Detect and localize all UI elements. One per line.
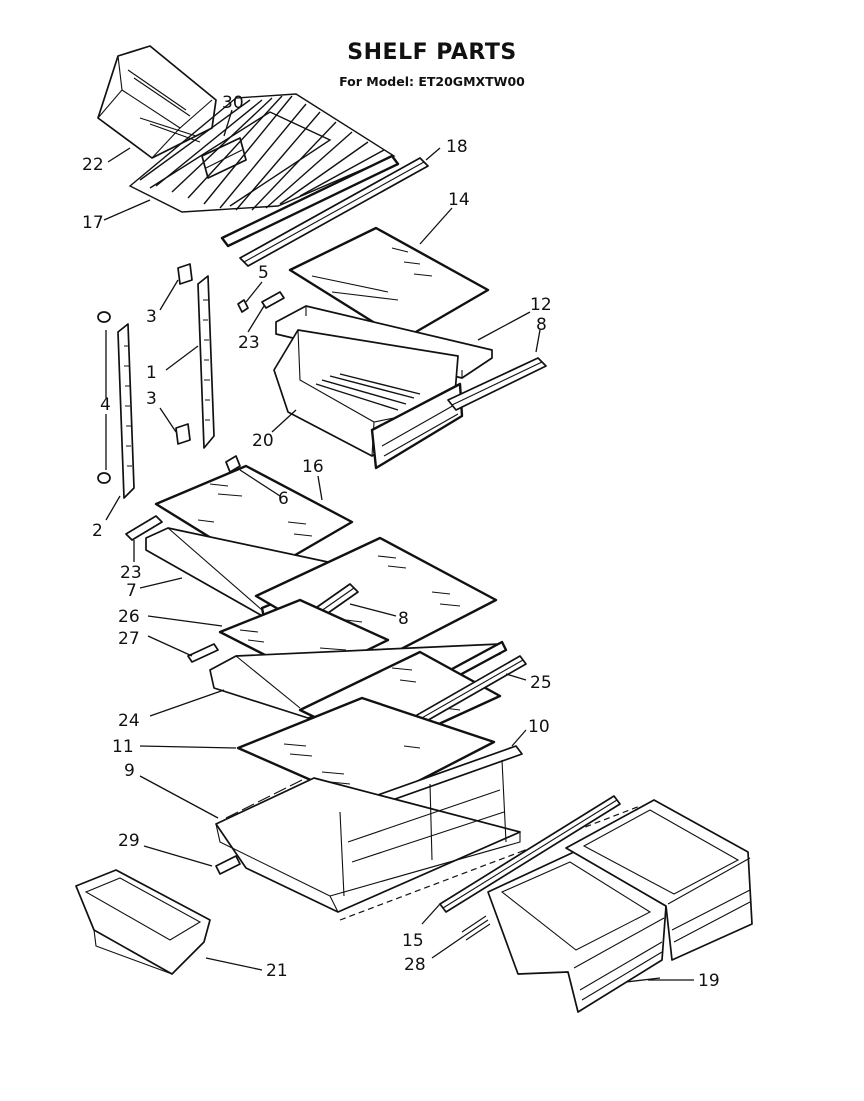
callout-19: 19 xyxy=(698,971,720,991)
callout-3-lower: 3 xyxy=(146,389,157,409)
callout-1: 1 xyxy=(146,363,157,383)
callout-21: 21 xyxy=(266,961,288,981)
callout-18: 18 xyxy=(446,137,468,157)
part-5-screw xyxy=(237,299,249,313)
part-29-clip xyxy=(215,855,241,875)
callout-24: 24 xyxy=(118,711,140,731)
part-22-utility-bin xyxy=(97,45,217,159)
callout-labels: 22 30 18 17 14 5 3 23 12 8 1 4 3 20 16 6… xyxy=(82,93,720,991)
callout-30: 30 xyxy=(222,93,244,113)
callout-3-upper: 3 xyxy=(146,307,157,327)
callout-28: 28 xyxy=(404,955,426,975)
callout-26: 26 xyxy=(118,607,140,627)
callout-8-upper: 8 xyxy=(536,315,547,335)
part-1-shelf-channel xyxy=(197,275,215,449)
part-28-spring xyxy=(461,915,491,941)
callout-11: 11 xyxy=(112,737,134,757)
part-4-end-caps xyxy=(97,311,111,484)
leader-lines xyxy=(103,109,694,983)
part-3-channel-clips xyxy=(175,263,193,445)
callout-9: 9 xyxy=(124,761,135,781)
part-8-upper-rail xyxy=(447,357,547,411)
callout-17: 17 xyxy=(82,213,104,233)
callout-27: 27 xyxy=(118,629,140,649)
diagram-title: SHELF PARTS xyxy=(347,40,517,65)
callout-22: 22 xyxy=(82,155,104,175)
callout-16: 16 xyxy=(302,457,324,477)
callout-20: 20 xyxy=(252,431,274,451)
callout-14: 14 xyxy=(448,190,470,210)
part-23-clips xyxy=(125,291,285,541)
callout-29: 29 xyxy=(118,831,140,851)
part-6-shelf-support xyxy=(225,455,241,473)
part-14-glass-shelf xyxy=(288,226,490,342)
model-subtitle: For Model: ET20GMXTW00 xyxy=(339,74,525,89)
callout-25: 25 xyxy=(530,673,552,693)
callout-23-lower: 23 xyxy=(120,563,142,583)
callout-5: 5 xyxy=(258,263,269,283)
part-17-wire-shelf xyxy=(128,93,400,248)
callout-6: 6 xyxy=(278,489,289,509)
callout-23-upper: 23 xyxy=(238,333,260,353)
callout-4: 4 xyxy=(100,395,111,415)
callout-10: 10 xyxy=(528,717,550,737)
part-21-dairy-bin xyxy=(75,869,211,975)
part-20-meat-pan xyxy=(273,329,464,470)
callout-12: 12 xyxy=(530,295,552,315)
callout-7: 7 xyxy=(126,581,137,601)
part-27-trim xyxy=(187,643,219,663)
part-18-shelf-trim xyxy=(239,157,429,267)
part-2-shelf-channel xyxy=(117,323,135,499)
callout-8-middle: 8 xyxy=(398,609,409,629)
part-15-slide-rail xyxy=(439,795,621,913)
callout-15: 15 xyxy=(402,931,424,951)
part-19-crisper-pans xyxy=(487,799,753,1013)
callout-2: 2 xyxy=(92,521,103,541)
